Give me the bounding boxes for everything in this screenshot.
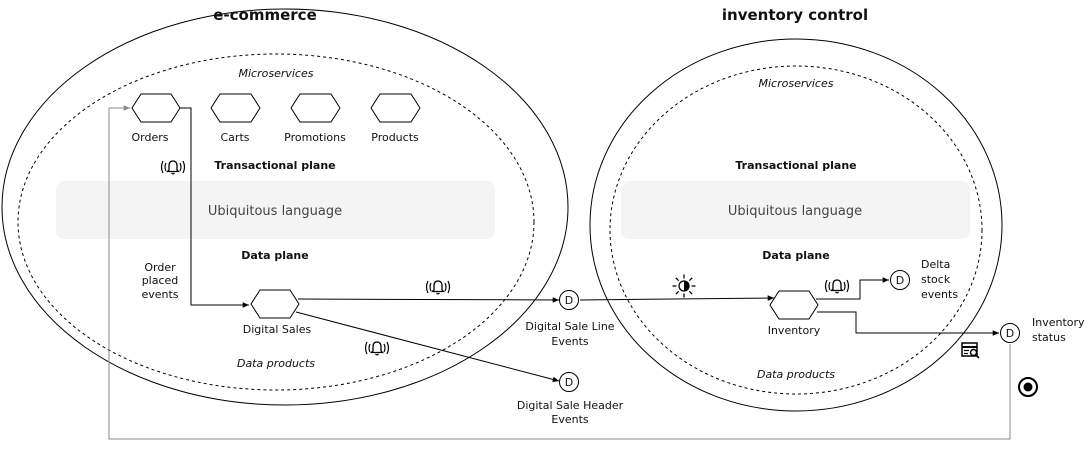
bell-icon (824, 279, 850, 294)
bell-icon (425, 280, 451, 295)
delta-stock-port (890, 270, 910, 290)
promotions-service-hex (290, 93, 341, 123)
ecommerce-ubiquitous-band (56, 181, 495, 239)
ecommerce-mesh-boundary (17, 53, 535, 391)
ecommerce-microservices-label: Microservices (239, 67, 314, 80)
sale-line-label: Events (551, 335, 589, 348)
inventory-ubiquitous-label: Ubiquitous language (728, 204, 862, 219)
bell-icon (160, 160, 186, 175)
digital-sales-label: Digital Sales (243, 323, 312, 336)
service-label: Promotions (284, 131, 346, 144)
digital-sales-hex (250, 289, 300, 319)
carts-service-hex (210, 93, 261, 123)
inventory-status-label: status (1032, 331, 1066, 344)
delta-stock-port-marker: D (896, 274, 904, 287)
orders-to-digital-sales-edge (180, 107, 249, 308)
sale-line-to-inventory-edge (579, 295, 775, 301)
inventory-data-plane-label: Data plane (762, 249, 829, 262)
ecommerce-title: e-commerce (213, 6, 317, 24)
service-label: Orders (132, 131, 169, 144)
sun-icon (672, 274, 696, 298)
inventory-domain-boundary (589, 38, 1003, 412)
digital-sales-to-sale-line-edge (297, 297, 560, 303)
digital-sales-to-sale-header-edge (295, 311, 560, 383)
orders-service-hex (131, 93, 181, 123)
inventory-transactional-label: Transactional plane (735, 159, 856, 172)
bell-icon (364, 341, 390, 356)
inventory-title: inventory control (722, 6, 868, 24)
inventory-status-port (1000, 323, 1020, 343)
sale-line-label: Digital Sale Line (525, 320, 614, 333)
inventory-hex (769, 290, 819, 320)
sale-header-label: Digital Sale Header (517, 399, 624, 412)
inventory-to-status-edge (817, 311, 999, 336)
inventory-mesh-boundary (609, 65, 983, 395)
inventory-microservices-label: Microservices (759, 77, 834, 90)
delta-stock-label: stock (921, 273, 951, 286)
inventory-ubiquitous-band (621, 181, 970, 239)
ecommerce-transactional-label: Transactional plane (214, 159, 335, 172)
inventory-label: Inventory (768, 324, 821, 337)
delta-stock-label: events (921, 288, 958, 301)
products-service-hex (370, 93, 421, 123)
sale-line-port-marker: D (565, 294, 573, 307)
order-events-label: placed (142, 274, 179, 287)
record-icon (1018, 377, 1038, 397)
order-events-label: events (141, 288, 178, 301)
inventory-status-label: Inventory (1032, 316, 1085, 329)
sale-header-port (559, 372, 579, 392)
order-events-label: Order (144, 261, 176, 274)
service-label: Carts (221, 131, 250, 144)
ecommerce-data-products-label: Data products (237, 357, 315, 370)
delta-stock-label: Delta (921, 258, 950, 271)
ecommerce-ubiquitous-label: Ubiquitous language (208, 204, 342, 219)
search-table-icon (961, 342, 980, 359)
service-label: Products (371, 131, 419, 144)
ecommerce-domain-boundary (1, 8, 569, 406)
inventory-to-delta-stock-edge (816, 277, 889, 300)
sale-header-port-marker: D (565, 376, 573, 389)
ecommerce-data-plane-label: Data plane (241, 249, 308, 262)
inventory-data-products-label: Data products (757, 368, 835, 381)
inventory-status-port-marker: D (1006, 327, 1014, 340)
sale-header-label: Events (551, 413, 589, 426)
sale-line-port (559, 290, 579, 310)
status-feedback-to-orders-edge (108, 105, 1011, 440)
